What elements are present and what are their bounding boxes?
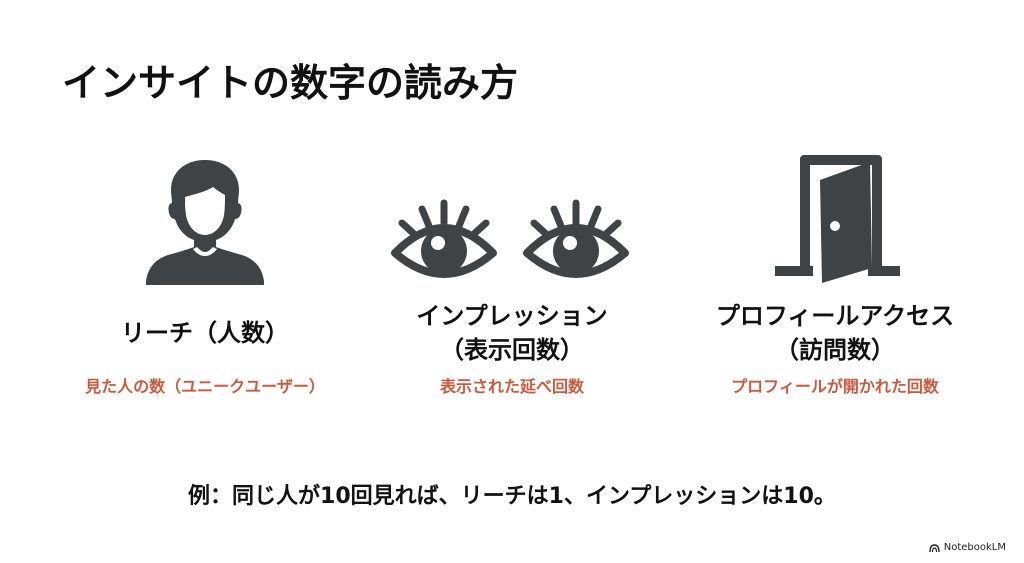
label-line-1: プロフィールアクセス	[715, 302, 955, 330]
notebooklm-logo-icon	[929, 543, 940, 552]
metric-profile-access: プロフィールアクセス （訪問数） プロフィールが開かれた回数	[675, 145, 995, 397]
label-line-2: （訪問数）	[775, 336, 895, 364]
open-door-icon	[675, 145, 995, 285]
brand-name: NotebookLM	[943, 542, 1006, 553]
label-line-1: リーチ（人数）	[121, 319, 289, 347]
brand-watermark: NotebookLM	[929, 542, 1006, 553]
metric-label: インプレッション （表示回数）	[352, 299, 672, 367]
label-line-1: インプレッション	[416, 302, 608, 330]
label-line-2: （表示回数）	[440, 336, 584, 364]
eyes-icon	[352, 145, 672, 285]
example-note: 例：同じ人が10回見れば、リーチは1、インプレッションは10。	[188, 484, 836, 509]
metric-description: プロフィールが開かれた回数	[731, 377, 939, 396]
metric-label: プロフィールアクセス （訪問数）	[675, 299, 995, 367]
metric-impressions: インプレッション （表示回数） 表示された延べ回数	[352, 145, 672, 397]
slide-title: インサイトの数字の読み方	[62, 61, 519, 105]
metric-description: 表示された延べ回数	[439, 377, 584, 396]
metric-label: リーチ（人数）	[45, 299, 365, 367]
person-icon	[45, 145, 365, 285]
metric-description: 見た人の数（ユニークユーザー）	[85, 377, 325, 396]
metric-reach: リーチ（人数） 見た人の数（ユニークユーザー）	[45, 145, 365, 397]
